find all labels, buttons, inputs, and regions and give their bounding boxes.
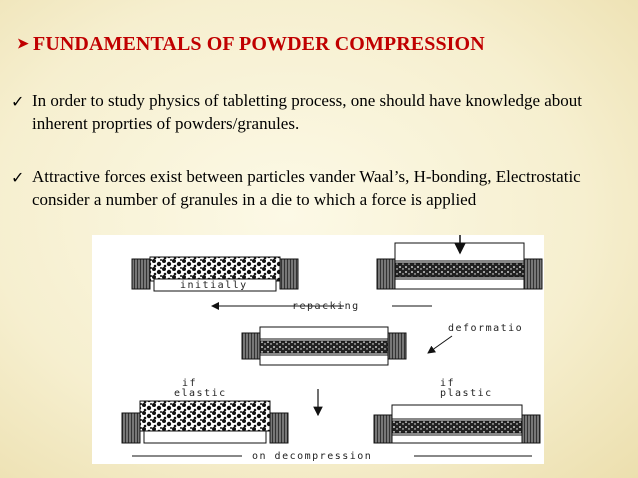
arrow-bullet-icon: ➤ [17, 37, 29, 52]
label-repacking: repacking [292, 301, 360, 312]
checkmark-icon: ✓ [11, 92, 25, 111]
label-decompression: on decompression [252, 451, 372, 462]
bullet-item: ✓ In order to study physics of tablettin… [11, 89, 631, 135]
bullet-text: Attractive forces exist between particle… [32, 167, 581, 209]
label-plastic: plastic [440, 388, 493, 399]
panel-plastic [373, 404, 541, 444]
repacking-arrow: repacking [211, 301, 432, 312]
slide-title: ➤ FUNDAMENTALS OF POWDER COMPRESSION [17, 33, 617, 56]
label-initially: initially [180, 280, 248, 291]
bullet-text: In order to study physics of tabletting … [32, 91, 583, 133]
slide-title-text: FUNDAMENTALS OF POWDER COMPRESSION [33, 33, 485, 55]
label-if: if [440, 378, 455, 389]
label-deformation: deformatio [448, 323, 523, 334]
bullet-item: ✓ Attractive forces exist between partic… [11, 165, 631, 211]
arrow-diagonal-icon [427, 335, 453, 354]
panel-elastic [121, 400, 289, 444]
panel-compressed-top [376, 235, 543, 290]
checkmark-icon: ✓ [11, 168, 25, 187]
label-elastic: elastic [174, 388, 227, 399]
powder-compression-diagram: initially repacking deformatio [92, 235, 544, 464]
panel-deformation: deformatio [241, 323, 523, 366]
label-if: if [182, 378, 197, 389]
panel-initially: initially [131, 256, 299, 292]
